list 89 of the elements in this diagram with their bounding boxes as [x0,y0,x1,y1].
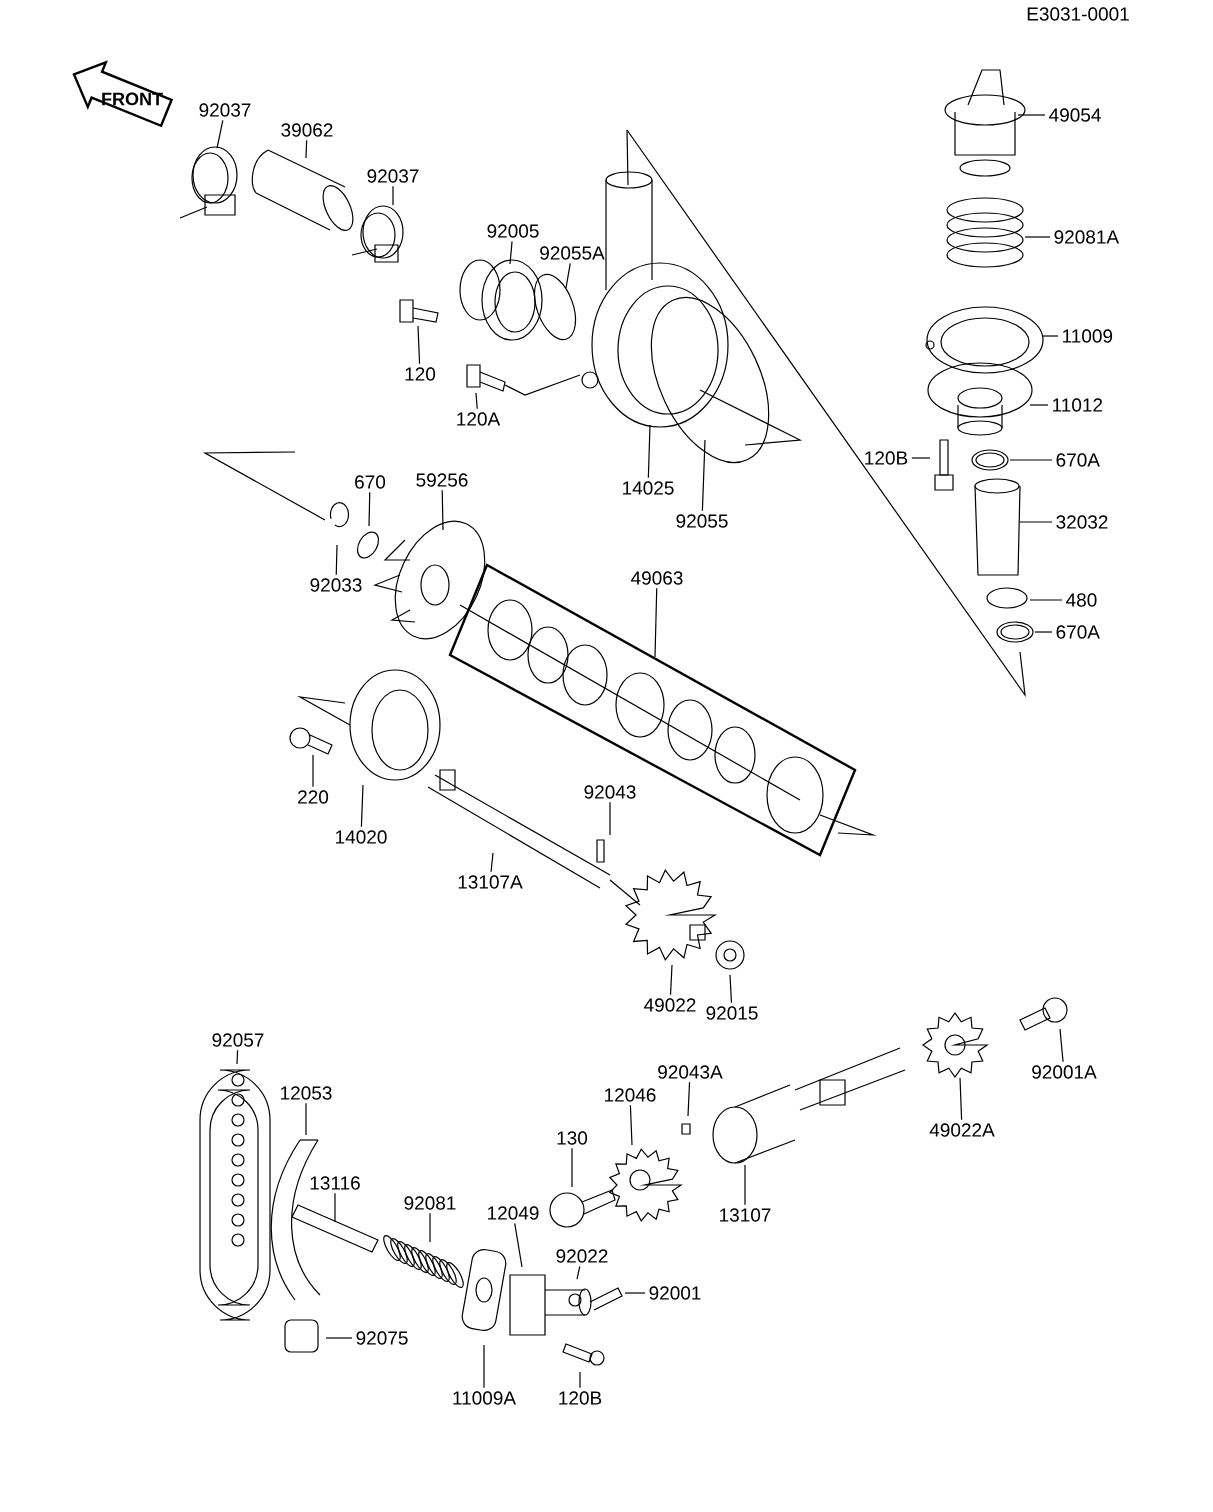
leader-line [609,801,611,836]
leader-line [392,185,394,206]
leader-line [1029,404,1049,406]
callout-number: 92055A [540,246,605,260]
callout-number: 670A [1056,453,1100,467]
leader-line [647,424,651,479]
leader-line [325,1337,353,1339]
leader-line [687,1081,691,1117]
leader-line [334,1192,336,1223]
callout-number: 120B [865,451,908,465]
leader-line [1024,236,1051,238]
leader-line [1009,459,1053,461]
leader-line [368,491,371,527]
leader-line [335,544,338,576]
callout-number: 92022 [556,1249,608,1263]
callout-number: 120B [559,1391,602,1405]
leader-line [571,1147,573,1188]
leader-line [417,325,421,365]
callout-number: 92015 [706,1006,758,1020]
callout-number: 120 [405,367,436,381]
callout-number: 13107A [458,875,523,889]
callout-number: 92033 [310,578,362,592]
callout-number: 49022A [929,1123,995,1137]
leader-line [360,784,364,828]
callout-number: 92001A [1032,1065,1097,1079]
callout-number: 220 [298,790,329,804]
leader-line [911,457,931,459]
callout-number: 32032 [1056,515,1108,529]
leader-line [624,1292,646,1294]
callout-number: 59256 [416,473,468,487]
leader-line [629,1104,633,1146]
leader-line [305,1102,307,1136]
drawing-number: E3031-0001 [1027,7,1129,21]
leader-line [312,754,314,788]
leader-line [441,489,444,531]
leader-line [701,439,706,512]
leader-line [576,1265,581,1280]
callout-number: 92001 [649,1286,701,1300]
callout-number: 49054 [1049,108,1101,122]
callout-number: 12049 [488,1206,539,1220]
leader-line [565,262,571,289]
leader-line [1059,1028,1064,1063]
callout-number: 13107 [720,1208,771,1222]
callout-number: 12053 [281,1086,332,1100]
leader-line [236,1049,239,1065]
callout-number: 670A [1056,625,1100,639]
leader-line [579,1371,581,1389]
callout-number: 92075 [356,1331,408,1345]
leader-line [509,240,513,265]
leader-line [1019,521,1053,523]
callout-number: 92043 [584,785,636,799]
leader-line [475,392,478,410]
callout-number: 670 [355,475,386,489]
leader-line [654,587,658,658]
leader-line [429,1212,431,1243]
leader-line [483,1344,485,1389]
callout-number: 92037 [367,169,419,183]
callout-number: 14025 [623,481,674,495]
callout-number: 480 [1066,593,1097,607]
leader-line [1017,114,1046,116]
callout-number: 49063 [631,571,683,585]
callout-number: 92005 [487,224,539,238]
leader-line [216,119,224,149]
leader-line [744,1164,746,1206]
leader-line [1029,599,1063,601]
callout-number: 39062 [281,123,333,137]
callout-number: 12046 [605,1088,656,1102]
callout-number: 92055 [676,514,728,528]
callout-number: 11012 [1053,398,1103,412]
leader-line [1042,335,1059,337]
callout-number: 92043A [658,1065,723,1079]
callout-number: 92037 [199,103,251,117]
leader-line [959,1077,963,1121]
callout-number: 14020 [336,830,387,844]
callout-number: 92081A [1054,230,1120,244]
leader-line [669,964,673,996]
leader-line [1034,631,1053,633]
callout-number: 11009A [453,1391,516,1405]
callout-number: 11009 [1063,329,1113,343]
callout-number: 13116 [310,1176,360,1190]
leader-line [490,852,494,873]
leader-line [514,1222,523,1268]
callout-number: 49022 [644,998,696,1012]
callout-number: 120A [457,412,501,426]
callout-number: 130 [557,1131,588,1145]
callout-number: 92081 [404,1196,456,1210]
callout-number: 92057 [212,1033,264,1047]
leader-line [305,139,308,159]
leader-line [729,974,733,1004]
